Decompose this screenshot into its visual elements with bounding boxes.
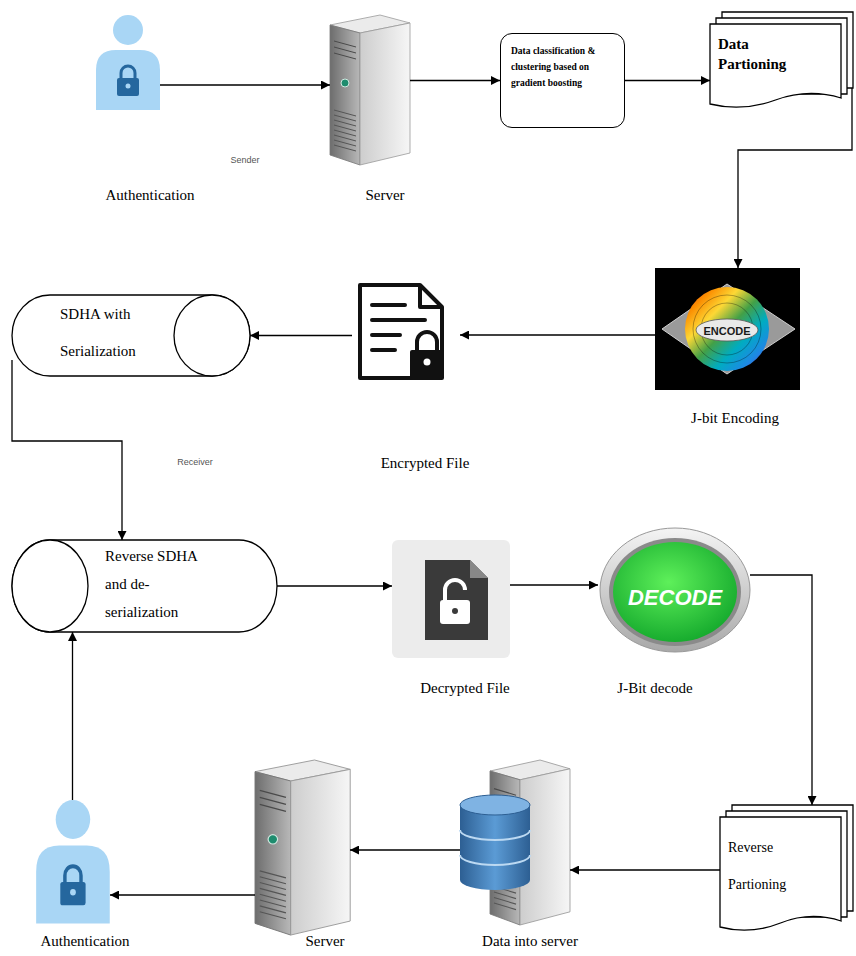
outline-part: [12, 295, 250, 376]
locked-file-icon: Encrypted File: [352, 283, 460, 380]
user-icon: [36, 15, 160, 924]
flow-arrow: [160, 84, 330, 85]
encode-icon: [655, 268, 800, 390]
label-holder: Decrypted File: [420, 680, 510, 697]
unlocked-file-icon: [392, 540, 510, 658]
document-stack: Reverse Partioning: [720, 805, 853, 935]
node-label: Server: [305, 933, 344, 950]
label-holder: Authentication: [105, 187, 194, 204]
icon-text: DECODE: [628, 585, 722, 611]
role-label: Receiver: [177, 457, 213, 467]
node-label: J-Bit decode: [617, 680, 692, 697]
node-text: SDHA with Serialization: [60, 296, 170, 370]
flow-arrow: [350, 849, 460, 850]
outline-part: [710, 24, 841, 107]
flow-arrow: [570, 869, 720, 870]
role-label: Sender: [230, 155, 259, 165]
node-text: Reverse SDHA and de-serialization: [105, 542, 217, 626]
label-holder: ENCODE: [703, 325, 750, 337]
flow-arrow: [750, 575, 812, 805]
database-icon: [460, 760, 570, 925]
server-icon: Server: [255, 760, 350, 935]
flow-arrow: [12, 360, 122, 540]
node-label: Authentication: [40, 933, 129, 950]
flow-arrow: [738, 82, 852, 268]
outline-part: [174, 295, 250, 376]
flow-arrow: [460, 334, 655, 335]
flow-arrow: [110, 894, 255, 895]
node-label: Encrypted File: [381, 455, 470, 472]
locked-file-icon: [360, 285, 444, 378]
user-icon: Authentication: [95, 15, 160, 110]
label-holder: Authentication: [40, 933, 129, 950]
label-holder: Server: [305, 933, 344, 950]
document-stack: Data Partioning: [710, 12, 853, 112]
node-text: Reverse Partioning: [728, 829, 818, 903]
node-label: Decrypted File: [420, 680, 510, 697]
flow-arrow: [277, 585, 392, 586]
node-label: Data into server: [482, 933, 578, 950]
label-holder: Sender: [230, 155, 259, 165]
cylinder-outline: [12, 295, 250, 376]
decode-icon: [600, 528, 750, 652]
node-text: Data classification & clustering based o…: [511, 43, 614, 91]
node-label: Server: [365, 187, 404, 204]
cylinder-process: Reverse SDHA and de-serialization: [12, 540, 277, 632]
document-outline: [720, 805, 853, 935]
server-icon: [255, 15, 410, 935]
outline-part: [12, 540, 88, 632]
label-holder: DECODE: [628, 585, 722, 611]
cylinder-process: SDHA with Serialization: [12, 295, 250, 376]
flow-arrow: [410, 80, 500, 81]
icon-text: ENCODE: [703, 325, 750, 337]
flow-arrow: [250, 335, 352, 336]
database-icon: Data into server: [460, 760, 570, 925]
node-label: J-bit Encoding: [691, 410, 779, 427]
server-icon: Server: [330, 15, 410, 165]
label-holder: J-Bit decode: [617, 680, 692, 697]
outline-part: [720, 817, 841, 930]
flow-arrow: [72, 632, 73, 800]
flow-arrow: [625, 80, 710, 81]
outline-part: [12, 540, 277, 632]
flow-arrow: [510, 584, 598, 585]
label-holder: Receiver: [177, 457, 213, 467]
process-box: Data classification & clustering based o…: [500, 33, 625, 128]
user-icon: Authentication: [35, 800, 110, 925]
label-holder: Encrypted File: [381, 455, 470, 472]
label-holder: Server: [365, 187, 404, 204]
node-label: Authentication: [105, 187, 194, 204]
label-holder: Data into server: [482, 933, 578, 950]
label-holder: J-bit Encoding: [691, 410, 779, 427]
unlocked-file-icon: Decrypted File: [392, 540, 510, 658]
node-text: Data Partioning: [718, 34, 808, 74]
